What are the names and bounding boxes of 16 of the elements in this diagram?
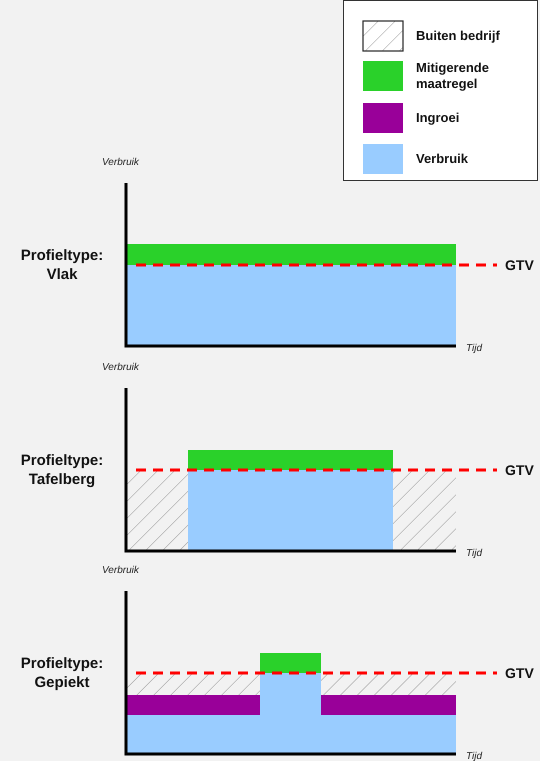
legend-label: Mitigerende maatregel (416, 60, 490, 92)
axis-title: Verbruik (102, 157, 139, 168)
axis-title: Tijd (466, 343, 482, 354)
threshold-label: GTV (505, 462, 534, 478)
axis-title: Verbruik (102, 362, 139, 373)
legend-label: Ingroei (416, 110, 460, 126)
legend-label: Buiten bedrijf (416, 28, 501, 44)
axis-title: Tijd (466, 548, 482, 559)
profile-type-label: Profieltype: Gepiekt (20, 654, 104, 692)
profile-type-label: Profieltype: Tafelberg (20, 451, 104, 489)
axis-title: Verbruik (102, 565, 139, 576)
threshold-label: GTV (505, 665, 534, 681)
legend-label: Verbruik (416, 151, 470, 167)
axis-title: Tijd (466, 751, 482, 761)
profile-type-label: Profieltype: Vlak (20, 246, 104, 284)
threshold-label: GTV (505, 257, 534, 273)
